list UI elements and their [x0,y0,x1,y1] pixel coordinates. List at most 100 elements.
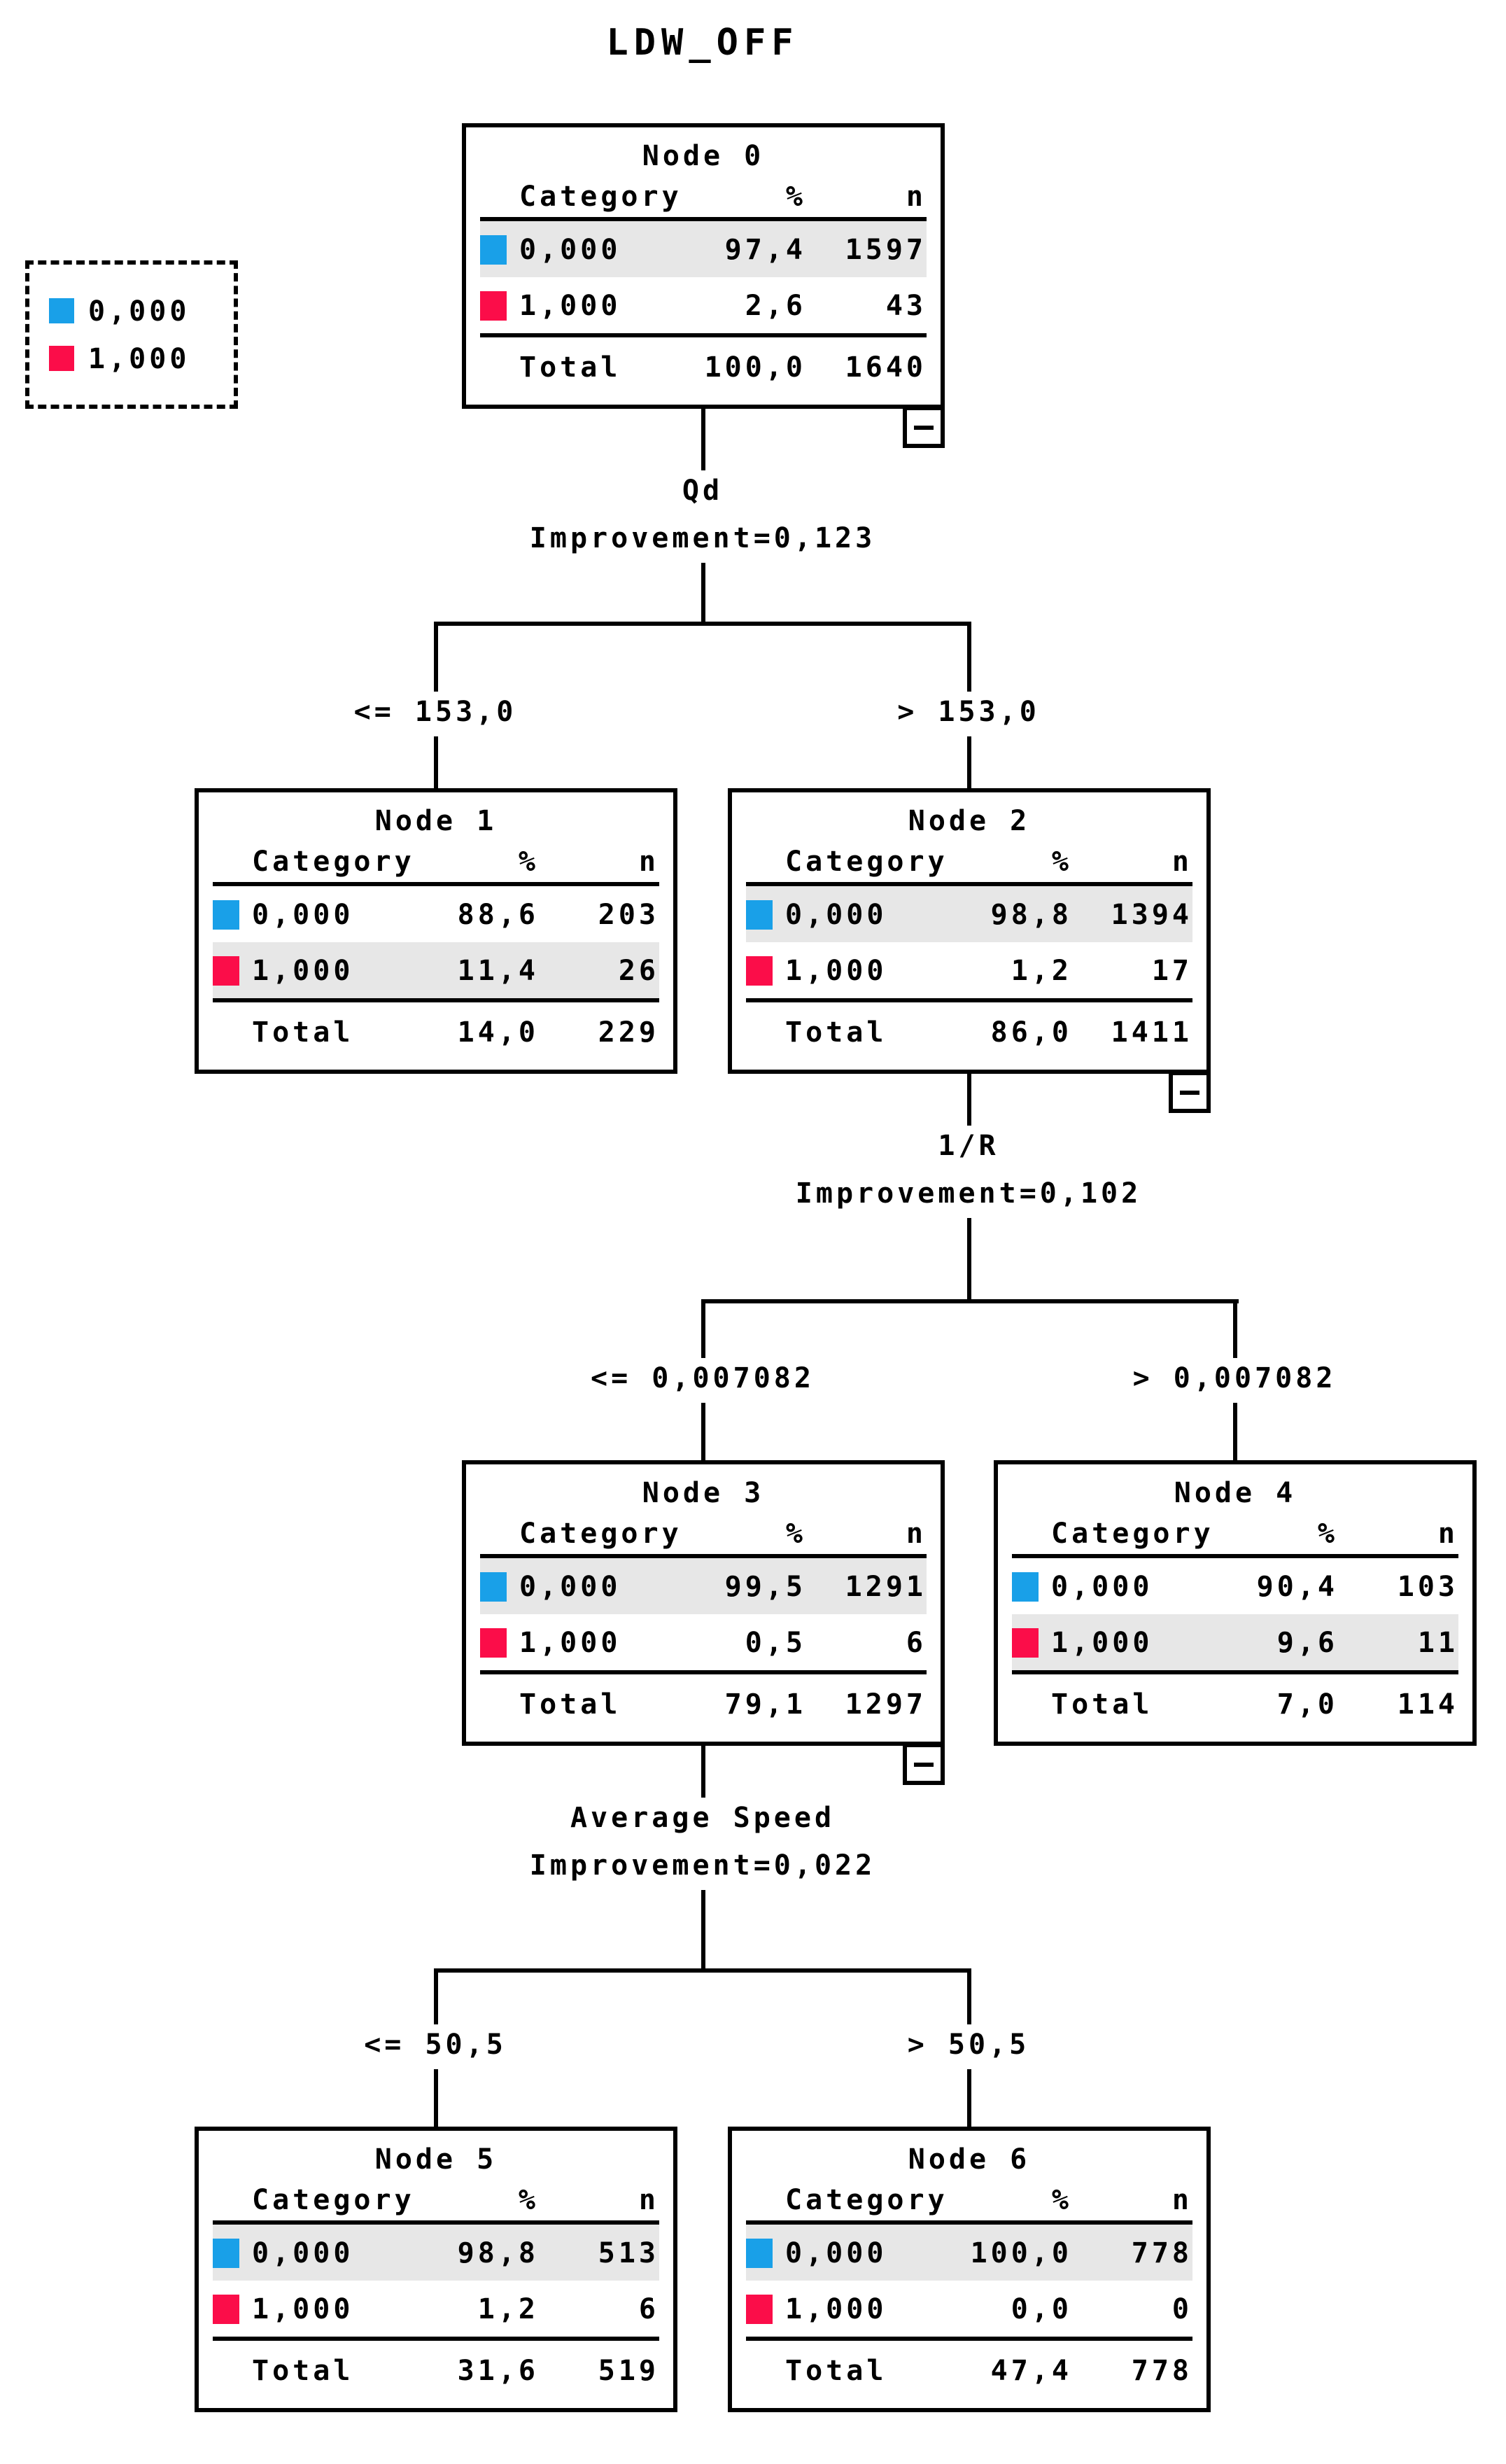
count-cell: 778 [1131,2353,1192,2387]
percent-cell: 9,6 [1276,1625,1338,1659]
category-row: 0,000 97,4 1597 [480,221,927,277]
split-variable-label: 1/R [934,1126,1004,1165]
minus-icon [1180,1090,1199,1094]
split-improvement-label: Improvement=0,123 [525,518,880,557]
category-row: 1,000 11,4 26 [213,942,659,998]
node-0: Node 0 Category % n 0,000 97,4 1597 1,00… [462,123,945,409]
percent-cell: 79,1 [724,1687,806,1721]
percent-cell: 1,2 [477,2292,539,2325]
collapse-button-node-0[interactable] [903,406,945,448]
legend-swatch-blue-icon [49,298,74,323]
split-improvement-label: Improvement=0,102 [791,1173,1146,1212]
percent-cell: 97,4 [724,232,806,266]
connector-line [967,1074,971,1128]
header-count: n [1171,2183,1192,2216]
table-header: Category % n [213,840,659,886]
category-row: 0,000 88,6 203 [213,886,659,942]
category-cell: 0,000 [252,2236,354,2269]
legend-item: 1,000 [49,342,234,375]
connector-line [701,1890,705,1968]
header-category: Category [1051,1516,1214,1550]
minus-icon [914,425,934,429]
count-cell: 1394 [1111,897,1192,931]
collapse-button-node-3[interactable] [903,1743,945,1785]
count-cell: 6 [906,1625,927,1659]
total-divider [746,998,1192,1002]
node-title: Node 4 [1174,1476,1297,1509]
count-cell: 1411 [1111,1015,1192,1049]
connector-line [701,1403,705,1460]
total-divider [213,2337,659,2341]
node-1: Node 1 Category % n 0,000 88,6 203 1,000… [195,788,677,1074]
category-swatch-blue-icon [746,2238,773,2267]
connector-line [434,736,438,788]
header-count: n [638,2183,659,2216]
category-cell: 0,000 [785,2236,887,2269]
connector-line [434,1968,971,1973]
header-count: n [906,1516,927,1550]
percent-cell: 86,0 [990,1015,1072,1049]
percent-cell: 99,5 [724,1569,806,1603]
header-category: Category [252,2183,415,2216]
total-row: Total 7,0 114 [1012,1674,1458,1733]
category-row: 1,000 1,2 6 [213,2281,659,2337]
connector-line [967,1218,971,1299]
legend-item: 0,000 [49,294,234,328]
total-label: Total [252,1015,354,1049]
node-5: Node 5 Category % n 0,000 98,8 513 1,000… [195,2127,677,2412]
count-cell: 229 [598,1015,659,1049]
category-cell: 1,000 [1051,1625,1153,1659]
header-category: Category [519,1516,682,1550]
header-category: Category [519,179,682,213]
header-count: n [1437,1516,1458,1550]
total-divider [746,2337,1192,2341]
category-row: 1,000 0,5 6 [480,1614,927,1670]
legend-label: 1,000 [88,342,190,375]
table-header: Category % n [213,2178,659,2225]
header-percent: % [785,1516,806,1550]
category-swatch-red-icon [480,1628,507,1657]
connector-line [434,626,438,694]
collapse-button-node-2[interactable] [1169,1071,1211,1113]
total-label: Total [785,1015,887,1049]
category-cell: 0,000 [785,897,887,931]
total-row: Total 47,4 778 [746,2341,1192,2400]
category-swatch-blue-icon [1012,1572,1039,1601]
category-swatch-blue-icon [746,899,773,929]
table-header: Category % n [480,175,927,221]
percent-cell: 14,0 [457,1015,539,1049]
category-cell: 1,000 [519,288,621,322]
percent-cell: 100,0 [970,2236,1072,2269]
category-swatch-blue-icon [480,1572,507,1601]
split-condition-label: <= 0,007082 [586,1358,819,1397]
minus-icon [914,1762,934,1766]
header-count: n [1171,844,1192,878]
count-cell: 11 [1417,1625,1458,1659]
count-cell: 17 [1151,953,1192,987]
header-percent: % [518,844,539,878]
connector-line [967,736,971,788]
header-category: Category [252,844,415,878]
category-swatch-blue-icon [480,234,507,264]
category-cell: 0,000 [1051,1569,1153,1603]
header-percent: % [1051,844,1072,878]
connector-line [701,1303,705,1361]
split-condition-label: > 153,0 [893,692,1044,731]
header-percent: % [785,179,806,213]
total-row: Total 86,0 1411 [746,1002,1192,1061]
category-row: 0,000 90,4 103 [1012,1558,1458,1614]
count-cell: 0 [1171,2292,1192,2325]
category-cell: 0,000 [519,232,621,266]
category-row: 0,000 98,8 513 [213,2225,659,2281]
total-divider [480,1670,927,1674]
percent-cell: 47,4 [990,2353,1072,2387]
node-title: Node 6 [908,2142,1031,2176]
total-label: Total [252,2353,354,2387]
total-divider [480,333,927,337]
count-cell: 103 [1397,1569,1458,1603]
table-header: Category % n [746,840,1192,886]
connector-line [967,2069,971,2127]
header-category: Category [785,2183,948,2216]
tree-title: LDW_OFF [606,22,799,64]
